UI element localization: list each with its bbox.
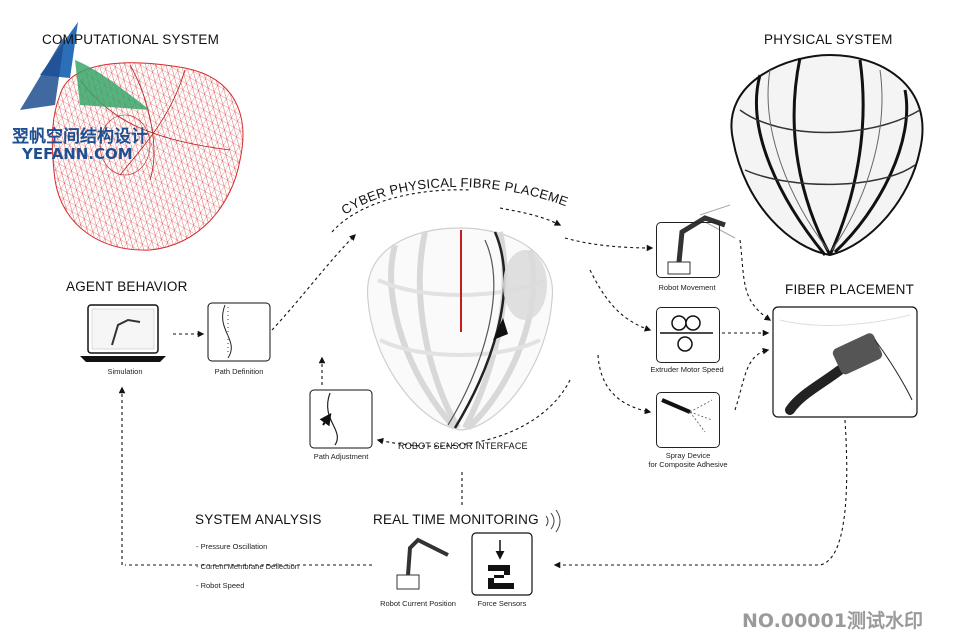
signal-waves-icon [545,509,561,533]
fiber-return-arrow [553,419,848,569]
extruder-motor-speed-caption: Extruder Motor Speed [650,365,724,374]
robot-movement-caption: Robot Movement [658,283,716,292]
robot-movement-box [656,222,720,278]
analysis-item-robot-speed: - Robot Speed [196,581,245,590]
force-sensors-caption: Force Sensors [477,599,527,608]
robot-arm-movement-icon [667,204,736,275]
spray-to-fiber-arrow [734,347,770,411]
agent-behavior-heading: AGENT BEHAVIOR [66,279,188,294]
real-time-monitoring-heading: REAL TIME MONITORING [373,512,539,527]
fiber-placement-heading: FIBER PLACEMENT [785,282,915,297]
robot-to-fiber-arrow [739,239,772,321]
extruder-box [656,307,720,363]
path-adjustment-image [309,389,373,449]
simulation-caption: Simulation [107,367,143,376]
spray-device-caption-line1: Spray Device [665,451,711,460]
sensor-to-adjust-arrow [376,379,571,447]
system-analysis-heading: SYSTEM ANALYSIS [195,512,322,527]
analysis-item-pressure: - Pressure Oscillation [196,542,268,551]
path-definition-image [207,302,271,362]
computational-system-heading: COMPUTATIONAL SYSTEM [42,32,220,47]
spray-device-icon [661,398,713,433]
logo-latin-text: YEFANN.COM [22,145,133,163]
force-sensor-icon [471,532,533,596]
watermark-text: NO.00001测试水印 [742,610,923,632]
robot-position-icon [396,537,449,590]
robot-sensor-interface-label: ROBOT SENSOR INTERFACE [398,441,528,451]
extruder-rollers-icon [660,315,713,352]
to-extruder-arrow [589,269,652,332]
fiber-placement-image [772,306,918,418]
path-adjustment-caption: Path Adjustment [313,452,369,461]
central-fibre-shell-image [366,227,554,431]
to-spray-arrow [597,354,652,415]
cyber-arc-right-arrow [499,207,562,226]
yefann-logo-mark [20,22,150,110]
analysis-item-deflection: - Current Membrane Deflection [196,562,299,571]
computational-mesh-image [51,62,244,251]
to-robot-movement-arrow [564,237,654,252]
spray-device-caption-line2: for Composite Adhesive [648,460,728,469]
cyber-arc-arrow [271,234,356,331]
path-definition-caption: Path Definition [214,367,264,376]
robot-current-position-caption: Robot Current Position [380,599,456,608]
logo-chinese-text: 翌帆空间结构设计 [12,127,148,147]
laptop-icon [80,304,166,362]
spray-device-box [656,392,720,448]
physical-system-heading: PHYSICAL SYSTEM [764,32,893,47]
physical-system-image [730,53,924,257]
